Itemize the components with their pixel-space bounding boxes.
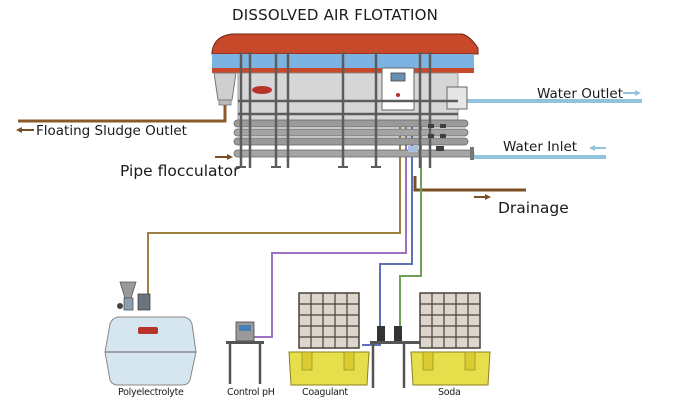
daf-unit bbox=[211, 33, 479, 168]
label-coagulant: Coagulant bbox=[302, 387, 348, 398]
drainage-arrow-icon bbox=[474, 194, 491, 200]
hopper bbox=[119, 281, 137, 299]
label-polyelectrolyte: Polyelectrolyte bbox=[118, 387, 184, 398]
water-inlet-arrow-icon bbox=[589, 145, 606, 151]
soda-pump bbox=[394, 326, 402, 341]
ph-controller bbox=[235, 321, 255, 342]
coagulant-station bbox=[288, 292, 370, 386]
roof bbox=[211, 33, 479, 55]
diagram-title: DISSOLVED AIR FLOTATION bbox=[232, 6, 439, 24]
label-soda: Soda bbox=[438, 387, 461, 398]
label-water-inlet: Water Inlet bbox=[503, 139, 578, 155]
coagulant-pump bbox=[377, 326, 385, 341]
control-ph-line bbox=[254, 120, 407, 338]
flocculator-arrow-icon bbox=[215, 154, 233, 160]
water-outlet-arrow-icon bbox=[623, 90, 641, 96]
drainage-pipe bbox=[413, 176, 526, 192]
coagulant-ibc bbox=[298, 292, 360, 349]
valve-cluster bbox=[408, 124, 446, 152]
polyelectrolyte-line bbox=[147, 120, 401, 300]
dosing-pump-table bbox=[370, 326, 428, 388]
label-floating-sludge-outlet: Floating Sludge Outlet bbox=[36, 123, 187, 139]
support-frame bbox=[238, 52, 458, 168]
sludge-arrow-icon bbox=[16, 127, 34, 133]
control-ph-station bbox=[226, 321, 264, 384]
coagulant-bund bbox=[288, 351, 370, 386]
soda-station bbox=[410, 292, 491, 386]
floating-sludge-outlet-pipe bbox=[18, 105, 227, 123]
logo-plate bbox=[252, 86, 272, 94]
polyelectrolyte-station bbox=[104, 281, 197, 386]
label-water-outlet: Water Outlet bbox=[537, 86, 624, 102]
label-drainage: Drainage bbox=[498, 199, 569, 217]
label-pipe-flocculator: Pipe flocculator bbox=[120, 162, 240, 180]
label-control-ph: Control pH bbox=[227, 387, 275, 398]
flocculator-pipes bbox=[233, 119, 475, 160]
sludge-hopper bbox=[213, 72, 237, 101]
polyelectrolyte-tank bbox=[104, 316, 197, 386]
soda-ibc bbox=[419, 292, 481, 349]
